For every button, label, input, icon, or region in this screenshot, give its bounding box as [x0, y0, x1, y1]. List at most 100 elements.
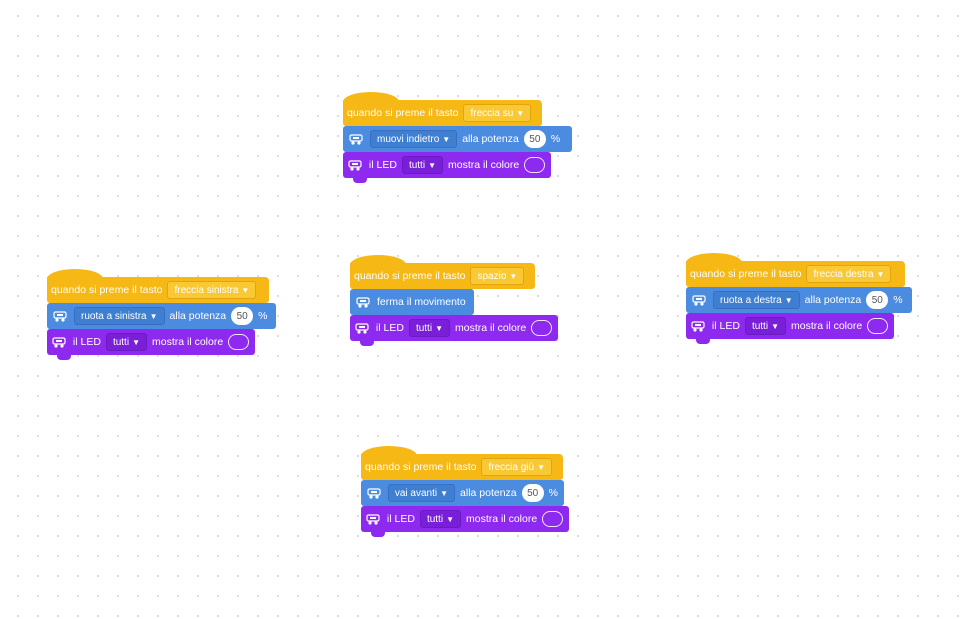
- show-color-label: mostra il colore: [465, 513, 538, 525]
- key-dropdown-value: freccia su: [470, 107, 514, 119]
- block-notch: [353, 177, 367, 183]
- when-key-pressed-block[interactable]: quando si preme il tasto freccia su▼: [343, 100, 542, 126]
- power-input[interactable]: 50: [523, 130, 546, 148]
- power-input[interactable]: 50: [521, 484, 544, 502]
- caret-down-icon: ▼: [537, 462, 545, 472]
- led-label: il LED: [72, 336, 101, 348]
- key-dropdown-value: freccia sinistra: [174, 284, 239, 296]
- hat-label: quando si preme il tasto: [51, 284, 163, 296]
- color-picker[interactable]: [524, 157, 545, 173]
- key-dropdown[interactable]: freccia su▼: [463, 104, 532, 122]
- rover-icon: [51, 336, 68, 348]
- led-label: il LED: [375, 322, 404, 334]
- rover-icon: [690, 320, 707, 332]
- stop-label: ferma il movimento: [377, 296, 466, 308]
- when-key-pressed-block[interactable]: quando si preme il tasto freccia giù▼: [361, 454, 563, 480]
- color-picker[interactable]: [867, 318, 888, 334]
- rover-icon: [354, 296, 372, 308]
- key-dropdown[interactable]: spazio▼: [470, 267, 525, 285]
- caret-down-icon: ▼: [435, 323, 443, 333]
- power-label: alla potenza: [169, 310, 227, 322]
- percent-label: %: [548, 487, 558, 499]
- move-action-dropdown[interactable]: vai avanti▼: [387, 484, 456, 502]
- when-key-pressed-block[interactable]: quando si preme il tasto freccia sinistr…: [47, 277, 269, 303]
- caret-down-icon: ▼: [442, 134, 451, 144]
- move-block[interactable]: ruota a destra▼ alla potenza 50 %: [686, 287, 912, 313]
- color-picker[interactable]: [228, 334, 249, 350]
- led-target-dropdown[interactable]: tutti▼: [408, 319, 450, 337]
- led-target-value: tutti: [415, 322, 433, 334]
- script-freccia-destra[interactable]: quando si preme il tasto freccia destra▼…: [686, 253, 912, 344]
- script-spazio[interactable]: quando si preme il tasto spazio▼ ferma i…: [350, 255, 558, 346]
- power-label: alla potenza: [462, 133, 519, 145]
- script-freccia-sinistra[interactable]: quando si preme il tasto freccia sinistr…: [47, 269, 276, 360]
- move-block[interactable]: muovi indietro▼ alla potenza 50 %: [343, 126, 572, 152]
- script-freccia-giu[interactable]: quando si preme il tasto freccia giù▼ va…: [361, 446, 569, 537]
- block-notch: [360, 340, 374, 346]
- caret-down-icon: ▼: [149, 311, 158, 321]
- move-block[interactable]: vai avanti▼ alla potenza 50 %: [361, 480, 564, 506]
- block-notch: [371, 531, 385, 537]
- led-target-dropdown[interactable]: tutti▼: [401, 156, 443, 174]
- move-action-value: vai avanti: [394, 487, 438, 499]
- key-dropdown[interactable]: freccia giù▼: [481, 458, 552, 476]
- rover-icon: [690, 294, 708, 306]
- hat-label: quando si preme il tasto: [690, 268, 802, 280]
- hat-label: quando si preme il tasto: [354, 270, 466, 282]
- percent-label: %: [550, 133, 561, 145]
- caret-down-icon: ▼: [516, 108, 525, 118]
- rover-icon: [354, 322, 371, 334]
- caret-down-icon: ▼: [509, 271, 518, 281]
- move-action-value: ruota a destra: [720, 294, 782, 306]
- led-label: il LED: [368, 159, 397, 171]
- caret-down-icon: ▼: [784, 295, 793, 305]
- show-color-label: mostra il colore: [454, 322, 527, 334]
- led-target-dropdown[interactable]: tutti▼: [419, 510, 461, 528]
- caret-down-icon: ▼: [876, 269, 885, 279]
- key-dropdown-value: freccia giù: [488, 461, 535, 473]
- key-dropdown-value: spazio: [477, 270, 507, 282]
- when-key-pressed-block[interactable]: quando si preme il tasto freccia destra▼: [686, 261, 905, 287]
- when-key-pressed-block[interactable]: quando si preme il tasto spazio▼: [350, 263, 535, 289]
- led-target-value: tutti: [751, 320, 769, 332]
- power-label: alla potenza: [460, 487, 517, 499]
- caret-down-icon: ▼: [132, 337, 140, 347]
- move-action-dropdown[interactable]: ruota a destra▼: [713, 291, 800, 309]
- stop-block[interactable]: ferma il movimento: [350, 289, 474, 315]
- led-target-dropdown[interactable]: tutti▼: [744, 317, 786, 335]
- move-action-dropdown[interactable]: ruota a sinistra▼: [74, 307, 165, 325]
- move-block[interactable]: ruota a sinistra▼ alla potenza 50 %: [47, 303, 276, 329]
- caret-down-icon: ▼: [241, 285, 250, 295]
- rover-icon: [51, 310, 69, 322]
- key-dropdown-value: freccia destra: [813, 268, 874, 280]
- led-target-value: tutti: [408, 159, 426, 171]
- led-color-block[interactable]: il LED tutti▼ mostra il colore: [47, 329, 255, 360]
- power-label: alla potenza: [804, 294, 862, 306]
- hat-label: quando si preme il tasto: [365, 461, 477, 473]
- script-freccia-su[interactable]: quando si preme il tasto freccia su▼ muo…: [343, 92, 572, 183]
- power-input[interactable]: 50: [231, 307, 254, 325]
- color-picker[interactable]: [531, 320, 552, 336]
- led-color-block[interactable]: il LED tutti▼ mostra il colore: [361, 506, 569, 537]
- color-picker[interactable]: [542, 511, 563, 527]
- caret-down-icon: ▼: [428, 160, 436, 170]
- led-color-block[interactable]: il LED tutti▼ mostra il colore: [686, 313, 894, 344]
- caret-down-icon: ▼: [440, 488, 449, 498]
- led-color-block[interactable]: il LED tutti▼ mostra il colore: [343, 152, 551, 183]
- caret-down-icon: ▼: [771, 321, 779, 331]
- key-dropdown[interactable]: freccia destra▼: [806, 265, 892, 283]
- key-dropdown[interactable]: freccia sinistra▼: [167, 281, 257, 299]
- rover-icon: [347, 159, 364, 171]
- power-input[interactable]: 50: [866, 291, 889, 309]
- block-notch: [696, 338, 710, 344]
- led-color-block[interactable]: il LED tutti▼ mostra il colore: [350, 315, 558, 346]
- hat-label: quando si preme il tasto: [347, 107, 459, 119]
- caret-down-icon: ▼: [446, 514, 454, 524]
- led-target-value: tutti: [426, 513, 444, 525]
- rover-icon: [365, 513, 382, 525]
- led-target-dropdown[interactable]: tutti▼: [105, 333, 147, 351]
- led-label: il LED: [386, 513, 415, 525]
- move-action-dropdown[interactable]: muovi indietro▼: [370, 130, 458, 148]
- rover-icon: [365, 487, 383, 499]
- percent-label: %: [893, 294, 903, 306]
